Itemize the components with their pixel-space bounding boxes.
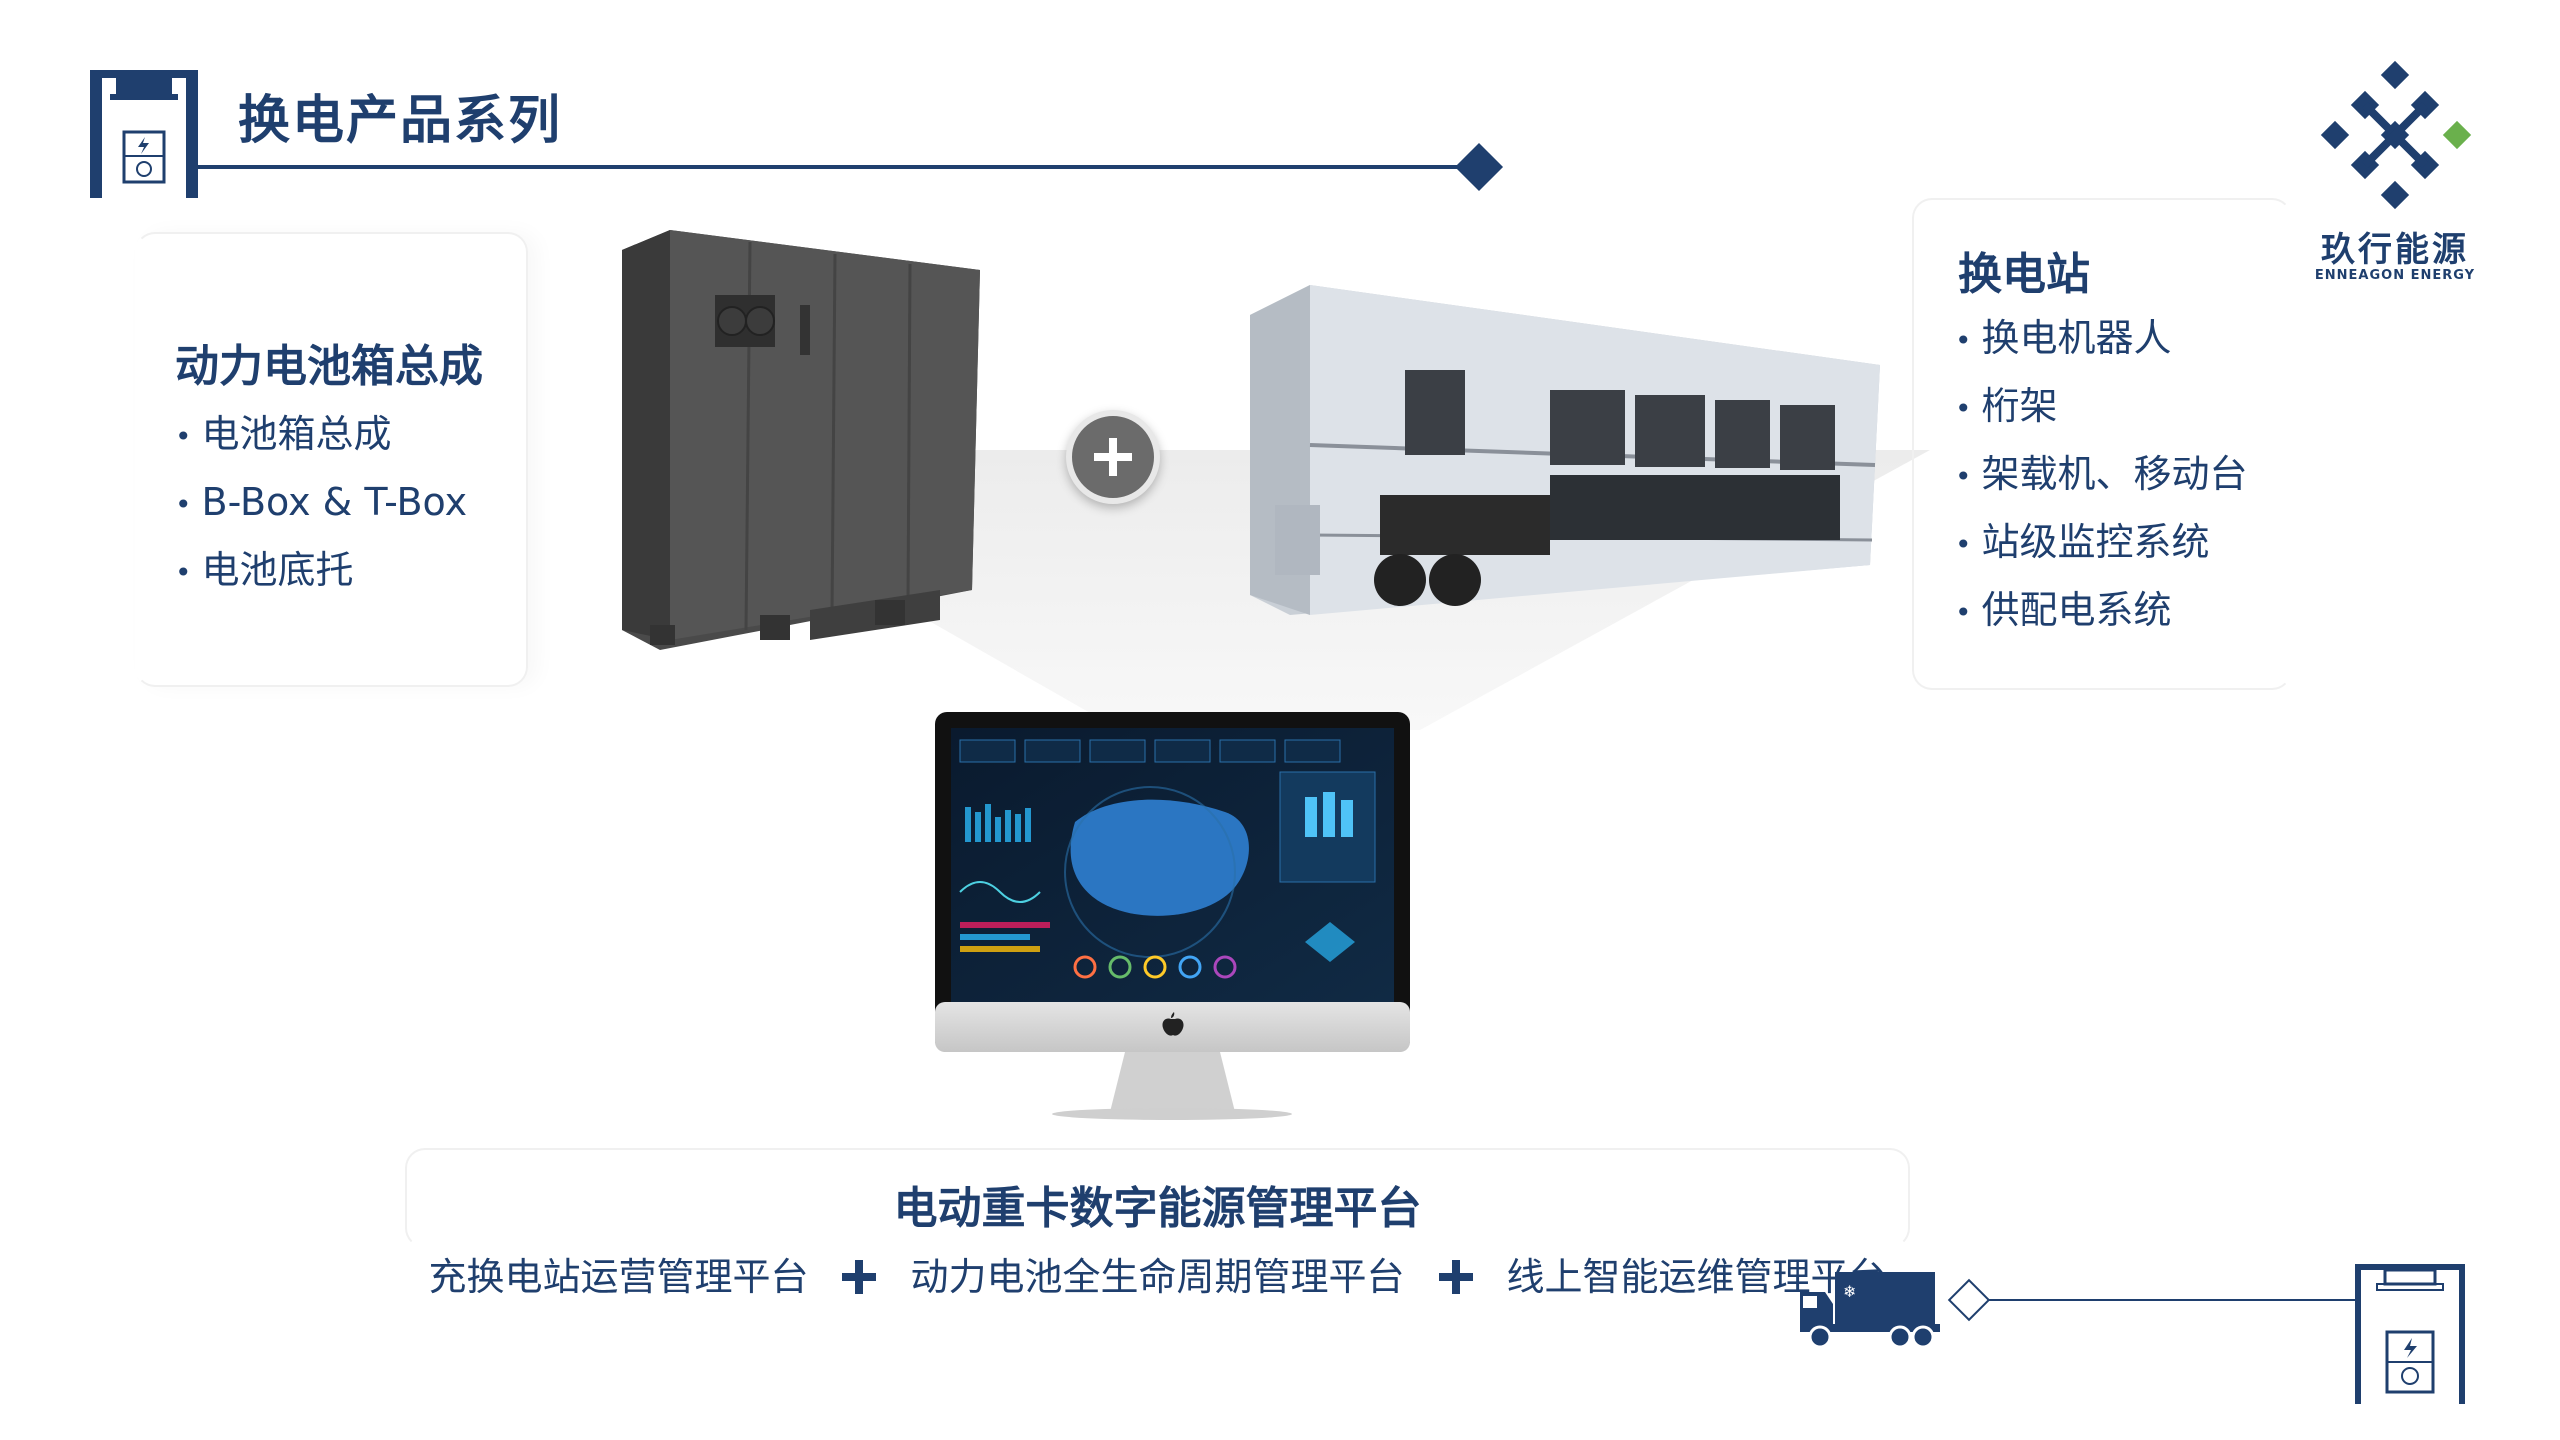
plus-icon <box>1438 1259 1473 1294</box>
title-underline <box>190 165 1470 169</box>
dashboard-monitor-image <box>935 712 1410 1122</box>
list-item: •桁架 <box>1955 384 2058 428</box>
truck-icon: ❄ <box>1800 1272 1940 1349</box>
list-item: •电池箱总成 <box>175 412 392 456</box>
battery-panel <box>135 232 528 687</box>
list-item: •B-Box & T-Box <box>175 480 468 524</box>
battery-list: •电池箱总成 •B-Box & T-Box •电池底托 <box>175 408 467 612</box>
station-list: •换电机器人 •桁架 •架载机、移动台 •站级监控系统 •供配电系统 <box>1955 312 2248 652</box>
page-title: 换电产品系列 <box>238 91 563 151</box>
list-item: •站级监控系统 <box>1955 520 2210 564</box>
plus-icon <box>842 1259 877 1294</box>
list-item: •电池底托 <box>175 548 354 592</box>
list-item: •架载机、移动台 <box>1955 452 2248 496</box>
station-panel <box>1912 198 2292 690</box>
list-item: •换电机器人 <box>1955 316 2172 360</box>
company-logo <box>2300 60 2490 290</box>
logo-name-cn: 玖行能源 <box>2321 230 2469 270</box>
platform-items: 充换电站运营管理平台 动力电池全生命周期管理平台 线上智能运维管理平台 <box>405 1246 1910 1301</box>
svg-text:❄: ❄ <box>1843 1282 1856 1301</box>
platform-item: 充换电站运营管理平台 <box>428 1255 809 1299</box>
station-panel-title: 换电站 <box>1958 249 2090 300</box>
battery-swap-frame-icon <box>2355 1264 2465 1404</box>
list-item: •供配电系统 <box>1955 588 2172 632</box>
platform-item: 线上智能运维管理平台 <box>1506 1255 1887 1299</box>
battery-box-image <box>610 230 1000 650</box>
platform-title: 电动重卡数字能源管理平台 <box>893 1183 1422 1234</box>
platform-item: 动力电池全生命周期管理平台 <box>910 1255 1405 1299</box>
apple-logo-icon <box>1162 1012 1184 1036</box>
plus-icon <box>1066 410 1160 504</box>
logo-name-en: ENNEAGON ENERGY <box>2314 268 2476 283</box>
battery-panel-title: 动力电池箱总成 <box>175 341 483 392</box>
swap-station-image <box>1250 275 1880 625</box>
footer-decoration: ❄ <box>1795 1262 2475 1412</box>
platform-panel <box>405 1148 1910 1248</box>
diamond-icon <box>1454 142 1504 192</box>
battery-swap-frame-icon <box>90 70 198 198</box>
